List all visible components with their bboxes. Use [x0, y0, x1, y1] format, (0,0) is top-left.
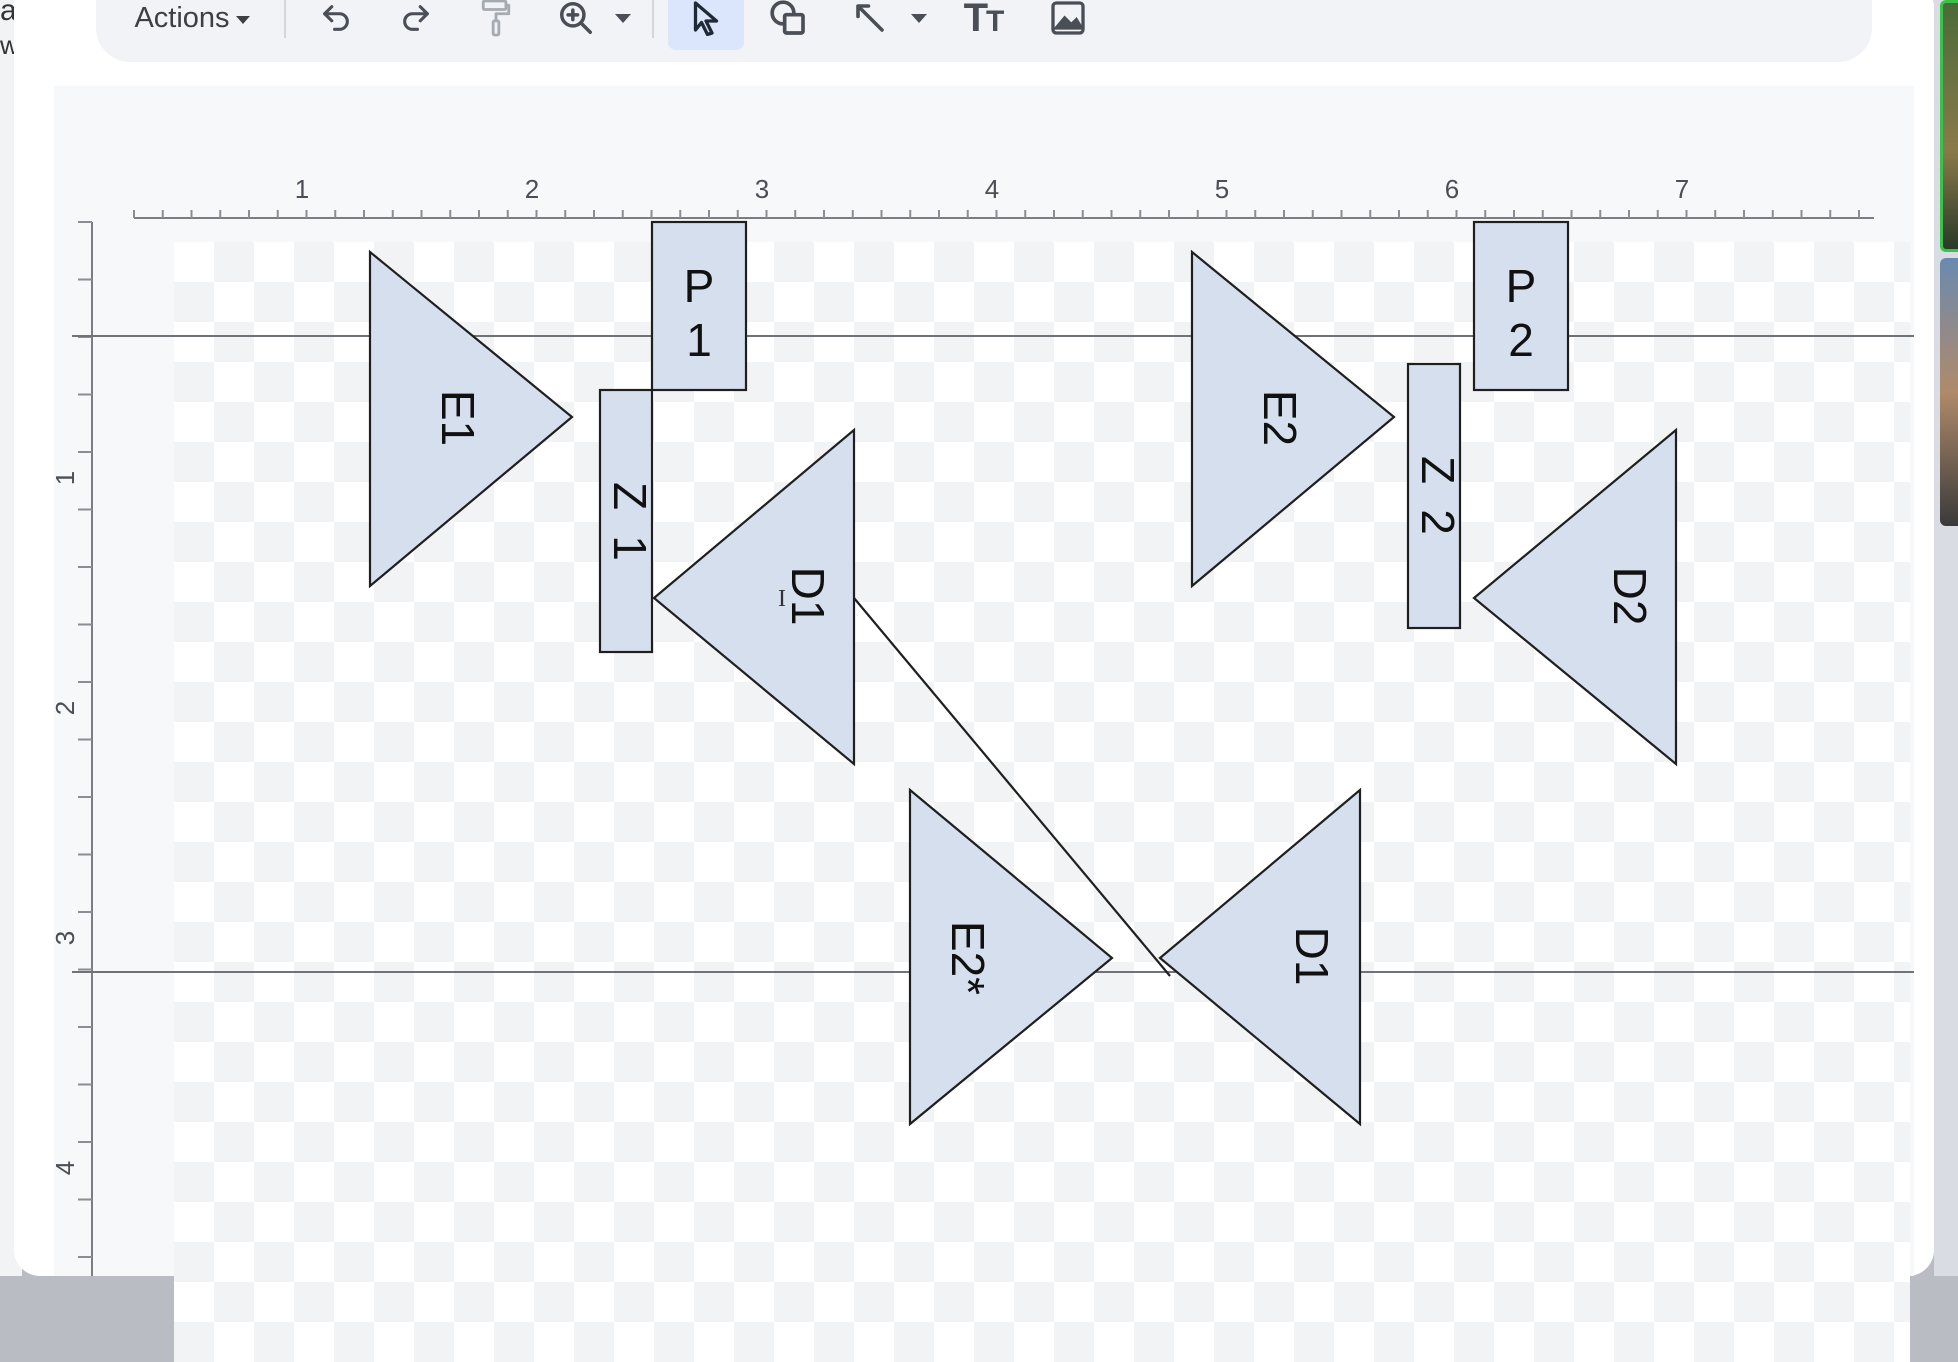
shape-label: D1: [782, 567, 834, 626]
paint-format-button[interactable]: [466, 0, 526, 46]
shape-d1-bottom[interactable]: D1: [1158, 787, 1362, 1127]
zoom-icon: [560, 2, 592, 34]
shape-label: E1: [432, 390, 484, 446]
drawing-content[interactable]: E1 P 1 Z 1 D1 I: [54, 86, 1914, 1276]
line-dropdown-button[interactable]: [904, 0, 934, 46]
drawing-dialog: Actions TT: [14, 0, 1934, 1362]
video-thumbnail[interactable]: [1940, 0, 1958, 252]
shape-label: D2: [1604, 567, 1656, 626]
shape-label: D1: [1286, 927, 1338, 986]
shape-label: Z: [604, 482, 656, 510]
text-box-tool-button[interactable]: TT: [948, 0, 1018, 46]
select-tool-button[interactable]: [668, 0, 744, 50]
redo-button[interactable]: [386, 0, 446, 46]
drawing-canvas-area[interactable]: 1 2 3 4 5 6 7 1 2 3 4 E1 P 1 Z 1: [54, 86, 1914, 1362]
shape-e1[interactable]: E1: [368, 249, 574, 589]
ruler-label: 4: [985, 174, 999, 204]
chevron-down-icon: [615, 13, 631, 23]
shape-label: E2*: [942, 921, 994, 995]
rulers: 1 2 3 4 5 6 7 1 2 3 4: [54, 174, 1874, 1276]
shape-label: P: [1506, 260, 1537, 312]
select-icon: [693, 1, 719, 36]
ruler-label: 2: [54, 701, 80, 715]
connector-line[interactable]: [853, 597, 1171, 977]
shape-icon: [770, 0, 805, 35]
undo-button[interactable]: [306, 0, 366, 46]
shape-e2[interactable]: E2: [1190, 249, 1396, 589]
horizontal-ruler: 1 2 3 4 5 6 7: [133, 174, 1874, 219]
actions-label: Actions: [134, 1, 230, 34]
ruler-label: 7: [1675, 174, 1689, 204]
shape-label: Z: [1412, 456, 1464, 484]
vertical-ruler: 1 2 3 4: [54, 221, 93, 1276]
ruler-label: 5: [1215, 174, 1229, 204]
shape-tool-button[interactable]: [756, 0, 820, 46]
image-tool-button[interactable]: [1036, 0, 1100, 46]
ruler-label: 3: [755, 174, 769, 204]
chevron-down-icon: [911, 13, 927, 23]
background-text-fragment: a: [0, 0, 17, 27]
ruler-label: 6: [1445, 174, 1459, 204]
ruler-label: 2: [525, 174, 539, 204]
shape-z2[interactable]: Z 2: [1406, 362, 1464, 630]
drawing-page[interactable]: [174, 242, 1910, 1362]
toolbar-divider: [284, 0, 286, 38]
shape-label: 1: [604, 535, 656, 561]
image-icon: [1051, 1, 1085, 35]
shape-p1[interactable]: P 1: [650, 220, 748, 392]
line-tool-button[interactable]: [840, 0, 900, 46]
shape-label: 1: [686, 314, 712, 366]
shape-label: P: [684, 260, 715, 312]
ruler-label: 1: [54, 471, 80, 485]
shape-p2[interactable]: P 2: [1472, 220, 1570, 392]
chevron-down-icon: [235, 16, 250, 24]
ruler-label: 3: [54, 931, 80, 945]
shape-d1-top[interactable]: D1 I: [652, 427, 856, 767]
video-thumbnail[interactable]: [1940, 258, 1958, 526]
redo-icon: [403, 5, 429, 31]
ruler-label: 4: [54, 1161, 80, 1175]
zoom-dropdown-button[interactable]: [608, 0, 638, 46]
toolbar-divider: [652, 0, 654, 38]
ruler-label: 1: [295, 174, 309, 204]
drawing-toolbar: Actions TT: [96, 0, 1872, 62]
shape-label: E2: [1254, 390, 1306, 446]
undo-icon: [323, 5, 349, 31]
background-thumbnails: [1934, 0, 1958, 1276]
shape-label: 2: [1508, 314, 1534, 366]
paint-format-icon: [481, 0, 511, 37]
shape-d2[interactable]: D2: [1472, 427, 1678, 767]
text-box-icon: TT: [963, 0, 1005, 40]
zoom-button[interactable]: [546, 0, 606, 46]
shape-e2-star[interactable]: E2*: [908, 787, 1114, 1127]
shape-z1[interactable]: Z 1: [598, 388, 656, 654]
text-cursor-icon: I: [778, 586, 786, 612]
shape-label: 2: [1412, 509, 1464, 535]
line-icon: [856, 4, 884, 32]
actions-menu-button[interactable]: Actions: [122, 0, 262, 46]
